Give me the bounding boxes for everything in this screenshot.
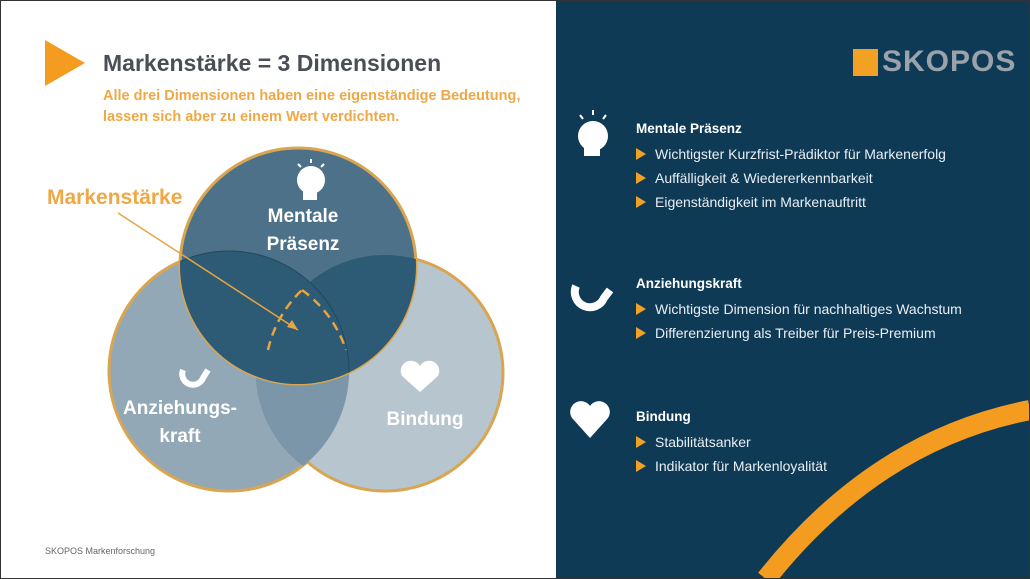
magnet-icon — [179, 368, 211, 388]
list-item: Wichtigster Kurzfrist-Prädiktor für Mark… — [636, 146, 946, 162]
label-line: Präsenz — [266, 234, 340, 255]
left-panel: Markenstärke = 3 Dimensionen Alle drei D… — [45, 40, 543, 556]
hearts-icon — [570, 401, 610, 438]
section-mentale: Mentale Präsenz Wichtigster Kurzfrist-Pr… — [636, 121, 946, 218]
brain-head-icon — [578, 110, 608, 156]
section-anziehung: Anziehungskraft Wichtigste Dimension für… — [636, 276, 962, 349]
bindung-label: Bindung — [386, 409, 464, 430]
list-item: Eigenständigkeit im Markenauftritt — [636, 194, 946, 210]
markenstaerke-callout: Markenstärke — [47, 186, 183, 209]
venn-diagram — [107, 146, 505, 493]
label-line: kraft — [159, 426, 201, 447]
item-text: Wichtigster Kurzfrist-Prädiktor für Mark… — [655, 146, 946, 162]
item-text: Indikator für Markenloyalität — [655, 458, 827, 474]
label-line: Anziehungs- — [123, 398, 237, 419]
anziehung-label: Anziehungs-kraft — [120, 395, 240, 451]
bullet-icon — [636, 148, 646, 160]
list-item: Auffälligkeit & Wiedererkennbarkeit — [636, 170, 946, 186]
item-text: Auffälligkeit & Wiedererkennbarkeit — [655, 170, 873, 186]
bullet-icon — [636, 303, 646, 315]
subtitle-line: lassen sich aber zu einem Wert verdichte… — [103, 109, 400, 125]
label-line: Mentale — [267, 206, 339, 227]
right-panel: SKOPOS Mentale Präsenz Wichtigster Kurzf… — [556, 0, 1030, 579]
footer: SKOPOS Markenforschung — [45, 546, 156, 556]
bullet-icon — [636, 436, 646, 448]
section-title: Bindung — [636, 409, 691, 424]
item-text: Stabilitätsanker — [655, 434, 751, 450]
item-text: Eigenständigkeit im Markenauftritt — [655, 194, 866, 210]
list-item: Differenzierung als Treiber für Preis-Pr… — [636, 325, 962, 341]
subtitle-line: Alle drei Dimensionen haben eine eigenst… — [103, 88, 521, 104]
magnet-icon — [570, 284, 614, 312]
bullet-icon — [636, 196, 646, 208]
brain-head-icon — [297, 159, 325, 200]
logo-text: SKOPOS — [882, 45, 1017, 78]
section-title: Mentale Präsenz — [636, 121, 742, 136]
section-bindung: Bindung Stabilitätsanker Indikator für M… — [636, 409, 827, 482]
list-item: Indikator für Markenloyalität — [636, 458, 827, 474]
callout-line — [117, 212, 299, 331]
list-item: Stabilitätsanker — [636, 434, 827, 450]
bullet-icon — [636, 327, 646, 339]
bullet-icon — [636, 460, 646, 472]
play-arrow-icon — [45, 40, 85, 86]
section-title: Anziehungskraft — [636, 276, 742, 291]
item-text: Differenzierung als Treiber für Preis-Pr… — [655, 325, 936, 341]
subtitle: Alle drei Dimensionen haben eine eigenst… — [103, 86, 543, 128]
bullet-icon — [636, 172, 646, 184]
decorative-arc — [758, 400, 1030, 579]
page-title: Markenstärke = 3 Dimensionen — [103, 50, 442, 76]
logo-mark-icon — [853, 48, 878, 76]
center-intersection-outline — [266, 288, 348, 351]
list-item: Wichtigste Dimension für nachhaltiges Wa… — [636, 301, 962, 317]
skopos-logo: SKOPOS — [853, 45, 1016, 79]
hearts-icon — [400, 360, 440, 392]
item-text: Wichtigste Dimension für nachhaltiges Wa… — [655, 301, 962, 317]
